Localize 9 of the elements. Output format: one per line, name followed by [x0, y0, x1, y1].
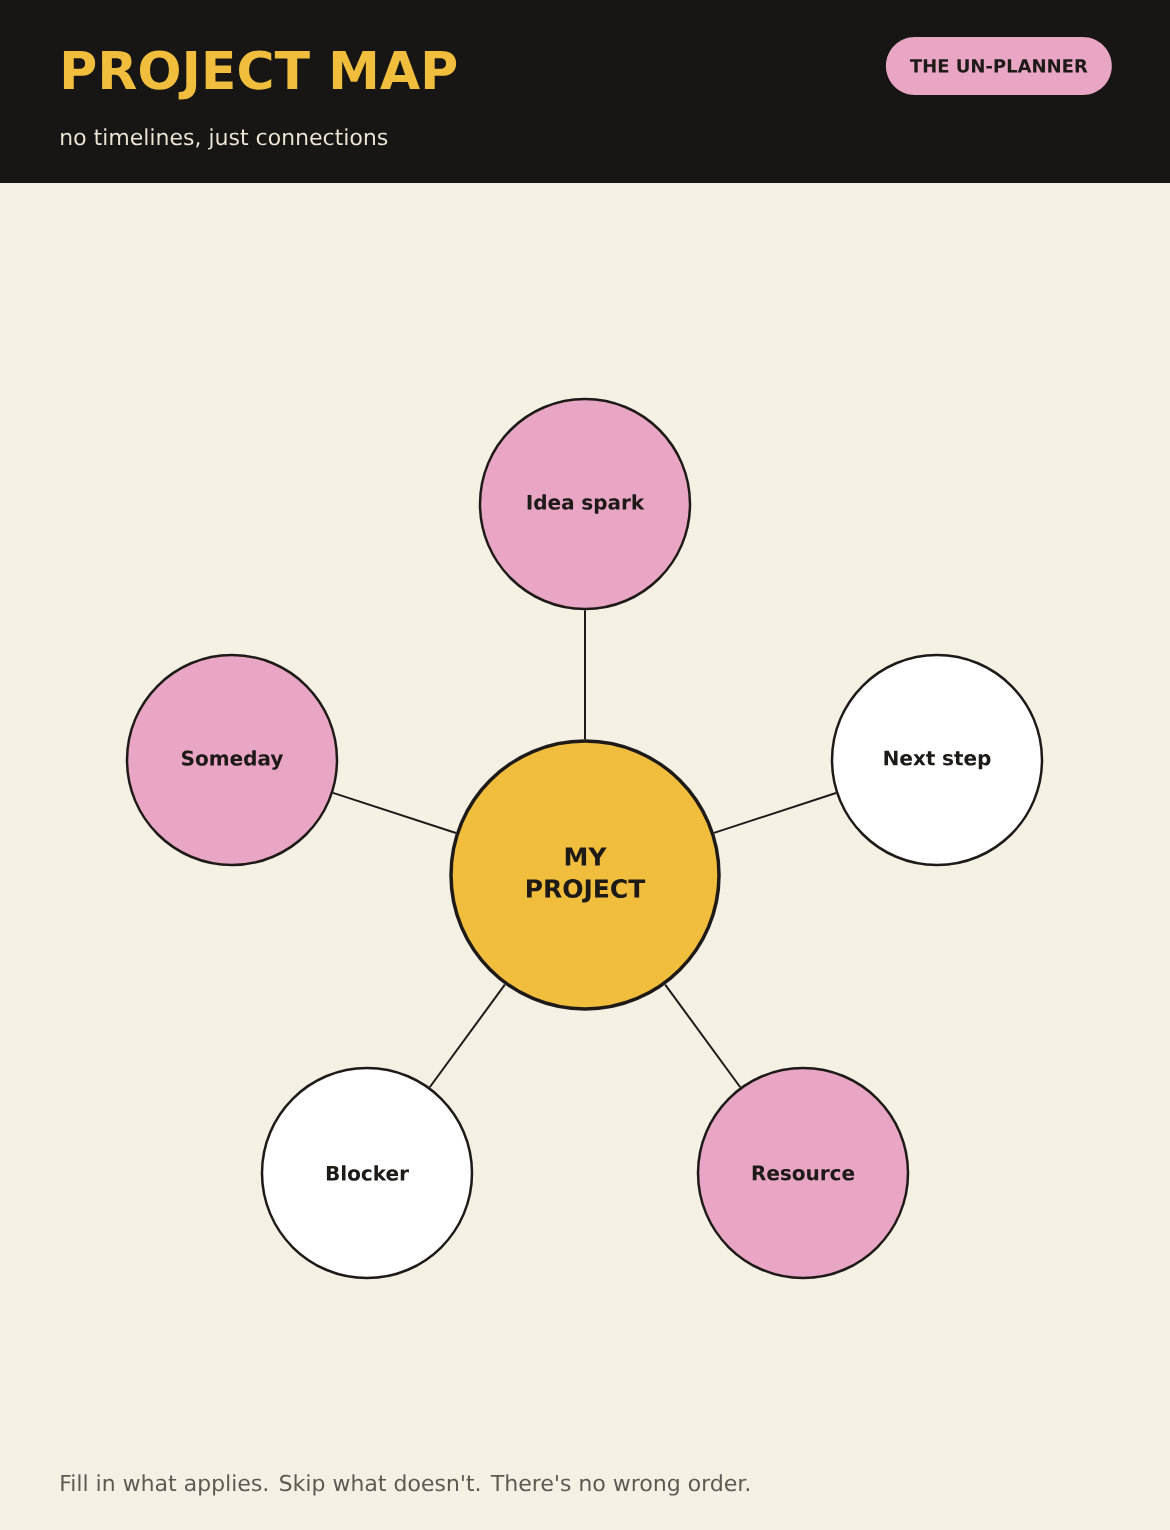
note: Fill in what applies. Skip what doesn't. There's no wrong order. [61, 1474, 749, 1496]
connector-line [332, 791, 457, 834]
subtitle: no timelines, just connections [61, 128, 388, 150]
connector-line [713, 792, 837, 834]
connector-line [428, 983, 506, 1089]
badge: THE UN-PLANNER [885, 37, 1112, 95]
title: PROJECT MAP [63, 50, 457, 100]
connector-line [584, 609, 586, 741]
connector-line [664, 983, 742, 1089]
